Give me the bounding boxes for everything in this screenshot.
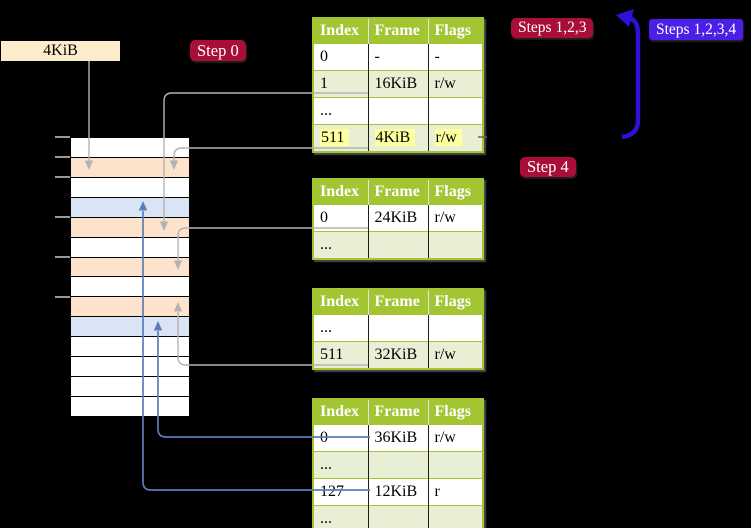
table-cell (368, 314, 429, 342)
highlighted-value: r/w (434, 129, 462, 146)
memory-frame-free (71, 176, 189, 197)
table-cell (428, 314, 483, 342)
address-tick (55, 256, 70, 258)
table-cell (428, 505, 483, 528)
table-cell: ... (313, 97, 369, 125)
table-cell: 0 (313, 204, 369, 232)
memory-frame-pagetable (71, 156, 189, 177)
memory-frame-free (71, 236, 189, 257)
table-cell (368, 451, 429, 479)
table-row: 511 4KiB r/w (313, 124, 483, 152)
table-cell: 1 (313, 70, 369, 98)
table-cell: r/w (428, 424, 483, 452)
memory-frame-free (71, 395, 189, 416)
table-cell: 24KiB (368, 204, 429, 232)
table-cell: 12KiB (368, 478, 429, 506)
column-header: Flags (428, 289, 483, 315)
column-header: Frame (368, 289, 429, 315)
loop-arrow-steps-head (616, 9, 634, 27)
highlighted-value: 511 (320, 129, 350, 146)
table-cell (428, 97, 483, 125)
physical-memory-strip (70, 137, 190, 417)
address-tick (55, 136, 70, 138)
memory-frame-free (71, 376, 189, 396)
steps-123-label: Steps 1,2,3 (511, 18, 594, 38)
table-row: ... (313, 451, 483, 479)
column-header: Index (313, 399, 369, 425)
column-header: Frame (368, 399, 429, 425)
table-cell: - (428, 43, 483, 71)
column-header: Frame (368, 18, 429, 44)
loop-arrow-steps (621, 15, 641, 140)
column-header: Flags (428, 18, 483, 44)
table-cell (428, 231, 483, 259)
steps-1234-label: Steps 1,2,3,4 (649, 19, 744, 40)
memory-frame-free (71, 276, 189, 297)
address-tick (55, 156, 70, 158)
table-cell: ... (313, 451, 369, 479)
table-cell: ... (313, 314, 369, 342)
memory-frame-free (71, 336, 189, 357)
address-tick (55, 216, 70, 218)
table-row: ... (313, 231, 483, 259)
column-header: Flags (428, 179, 483, 205)
table-row: ... (313, 314, 483, 342)
table-cell: 4KiB (368, 124, 429, 152)
column-header: Index (313, 18, 369, 44)
table-cell: 511 (313, 341, 369, 369)
table-cell: ... (313, 231, 369, 259)
memory-frame-pagetable (71, 256, 189, 277)
table-row: 0-- (313, 43, 483, 71)
memory-frame-pagetable (71, 216, 189, 237)
page-size-box: 4KiB (1, 41, 120, 61)
memory-frame-page (71, 196, 189, 217)
address-tick (55, 176, 70, 178)
table-cell (368, 231, 429, 259)
table-cell: 32KiB (368, 341, 429, 369)
memory-frame-free (71, 138, 189, 157)
table-cell: r/w (428, 124, 483, 152)
table-cell: r/w (428, 70, 483, 98)
table-cell: 511 (313, 124, 369, 152)
column-header: Flags (428, 399, 483, 425)
step-0-label: Step 0 (190, 40, 246, 61)
table-cell: r (428, 478, 483, 506)
table-cell: 0 (313, 43, 369, 71)
table-cell: - (368, 43, 429, 71)
memory-frame-page (71, 316, 189, 337)
highlighted-value: 4KiB (374, 129, 416, 146)
address-tick (55, 296, 70, 298)
table-row: ... (313, 97, 483, 125)
table-cell (368, 505, 429, 528)
table-cell (428, 451, 483, 479)
memory-frame-free (71, 356, 189, 377)
table-cell: r/w (428, 204, 483, 232)
table-cell: 16KiB (368, 70, 429, 98)
step-4-label: Step 4 (520, 157, 576, 177)
table-row: ... (313, 505, 483, 528)
column-header: Index (313, 289, 369, 315)
table-cell: 0 (313, 424, 369, 452)
table-cell: r/w (428, 341, 483, 369)
table-cell: 127 (313, 478, 369, 506)
table-cell: ... (313, 505, 369, 528)
table-cell (368, 97, 429, 125)
column-header: Frame (368, 179, 429, 205)
column-header: Index (313, 179, 369, 205)
table-cell: 36KiB (368, 424, 429, 452)
memory-frame-pagetable (71, 296, 189, 317)
